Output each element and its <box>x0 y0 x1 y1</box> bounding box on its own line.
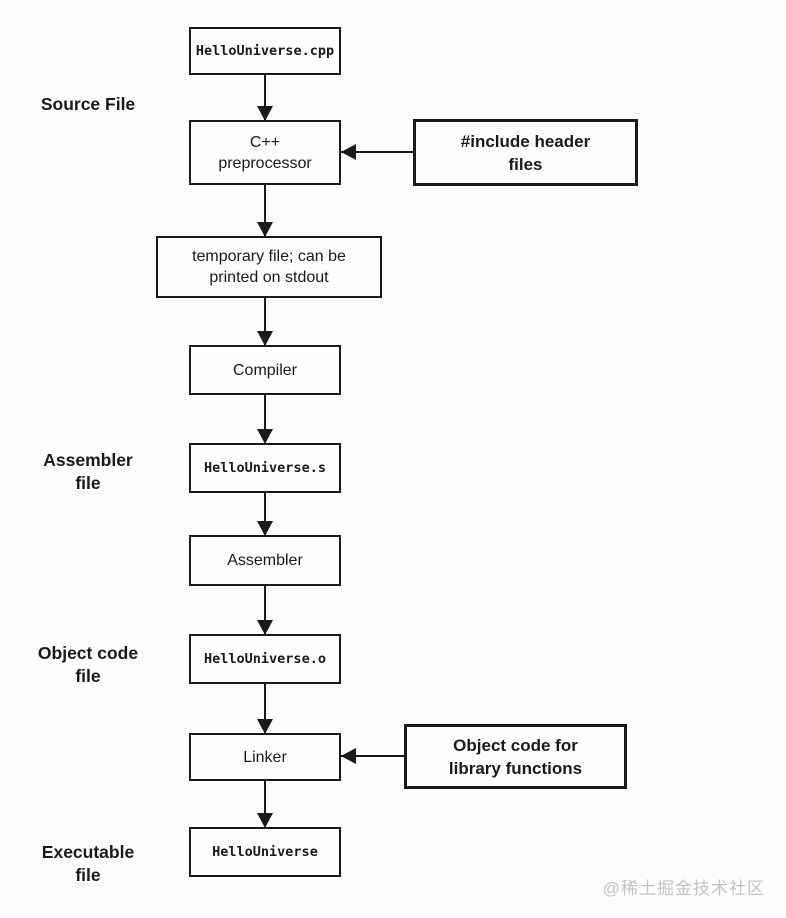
include-headers-node: #include header files <box>413 119 638 186</box>
watermark: @稀土掘金技术社区 <box>602 879 765 898</box>
source-file-node: HelloUniverse.cpp <box>189 27 341 75</box>
stage-label-executable-file: Executable file <box>41 842 135 885</box>
executable-node: HelloUniverse <box>189 827 341 877</box>
arrow-linker-to-executable-icon <box>257 781 273 828</box>
library-object-code-node: Object code for library functions <box>404 724 627 789</box>
arrow-objectfile-to-linker-icon <box>257 684 273 734</box>
assembly-file-node: HelloUniverse.s <box>189 443 341 493</box>
linker-node: Linker <box>189 733 341 781</box>
arrow-assemblyfile-to-assembler-icon <box>257 493 273 536</box>
temp-file-node: temporary file; can be printed on stdout <box>156 236 382 298</box>
arrow-preprocessor-to-tempfile-icon <box>257 185 273 237</box>
arrow-headers-to-preprocessor-icon <box>341 144 413 160</box>
object-file-node: HelloUniverse.o <box>189 634 341 684</box>
arrow-tempfile-to-compiler-icon <box>257 298 273 346</box>
stage-label-assembler-file: Assembler file <box>43 450 133 493</box>
arrow-compiler-to-assemblyfile-icon <box>257 395 273 444</box>
assembler-node: Assembler <box>189 535 341 586</box>
arrow-assembler-to-objectfile-icon <box>257 586 273 635</box>
compiler-node: Compiler <box>189 345 341 395</box>
arrow-source-to-preprocessor-icon <box>257 75 273 121</box>
arrow-libraries-to-linker-icon <box>341 748 404 764</box>
stage-label-object-code-file: Object code file <box>37 643 139 686</box>
preprocessor-node: C++ preprocessor <box>189 120 341 185</box>
stage-label-source-file: Source File <box>40 94 136 114</box>
